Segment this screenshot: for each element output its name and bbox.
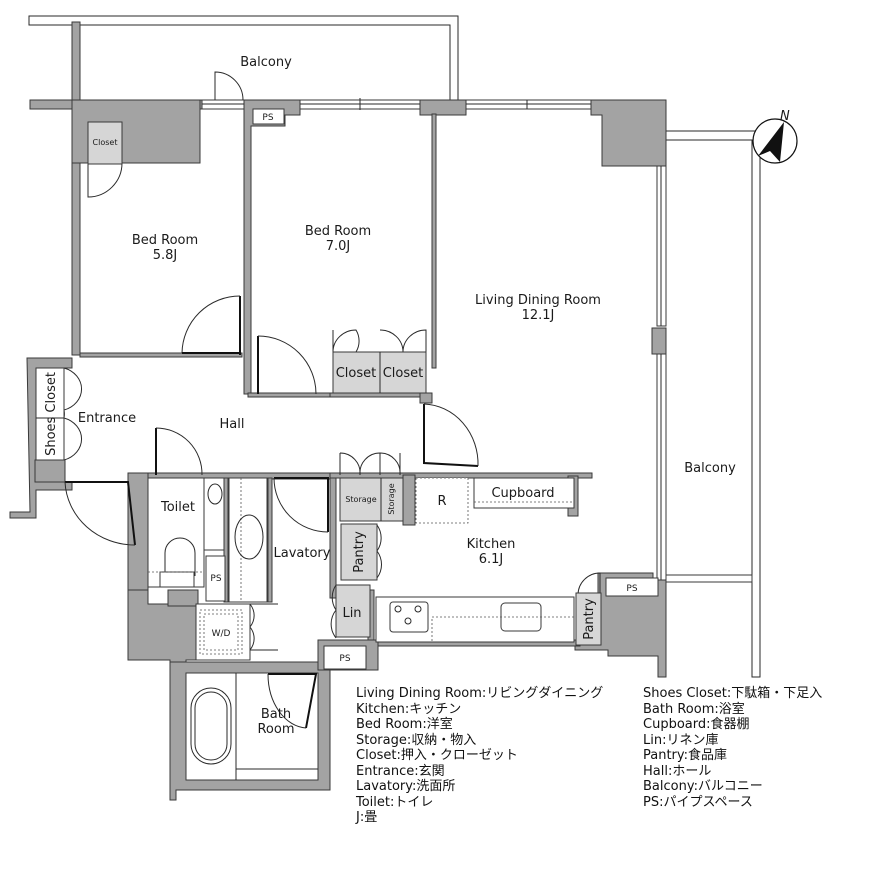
ps-lavatory-label: PS [339,654,350,664]
legend-item: Lavatory:洗面所 [356,779,456,794]
washer-dryer-label: W/D [212,629,231,639]
balcony-top-label: Balcony [240,55,292,70]
cupboard-label: Cupboard [491,486,554,501]
bedroom2-size: 7.0J [326,239,351,254]
linen-label: Lin [342,606,361,621]
refrigerator-label: R [437,494,446,509]
pantry-b-label: Pantry [582,598,597,640]
bath-label-2: Room [257,722,294,737]
bath-label-1: Bath [261,707,291,722]
compass-icon [752,118,798,164]
legend-item: Lin:リネン庫 [643,732,719,748]
bedroom2-label: Bed Room [305,224,371,239]
legend-item: Hall:ホール [643,763,712,779]
storage-pair [339,477,404,522]
legend-item: PS:パイプスペース [643,794,753,810]
storage-b-label: Storage [387,483,396,514]
living-label: Living Dining Room [475,293,601,308]
pantry-b [575,592,602,646]
closet-b-label: Closet [383,366,424,381]
legend-right: Shoes Closet:下駄箱・下足入 Bath Room:浴室 Cupboa… [643,686,822,810]
legend-item: Toilet:トイレ [356,794,434,810]
storage-a-label: Storage [345,495,376,504]
closet-a-label: Closet [336,366,377,381]
pantry-a [340,523,378,581]
fixtures [147,477,318,780]
kitchen-label: Kitchen [467,537,516,552]
toilet-label: Toilet [160,500,195,515]
legend-left: Living Dining Room:リビングダイニング Kitchen:キッチ… [356,686,603,826]
kitchen-size: 6.1J [479,552,504,567]
stove-icon [394,605,422,625]
closet-small-label: Closet [93,138,118,147]
legend-item: Bath Room:浴室 [643,701,745,717]
legend-item: Pantry:食品庫 [643,748,728,763]
ps-toilet-label: PS [210,574,221,584]
walls [9,21,667,801]
storage-units [35,108,659,670]
legend-item: Kitchen:キッチン [356,701,462,717]
closet-small [87,121,123,165]
windows-top [201,98,592,110]
lavatory-label: Lavatory [274,546,331,561]
hall-label: Hall [220,417,245,432]
linen [335,584,371,638]
legend-item: Living Dining Room:リビングダイニング [356,686,604,701]
legend-item: Cupboard:食器棚 [643,717,750,732]
legend-item: Bed Room:洋室 [356,717,453,732]
balcony-right-label: Balcony [684,461,736,476]
ps-kitchen-label: PS [626,584,637,594]
compass-label: N [780,109,790,124]
legend-item: Balcony:バルコニー [643,779,763,794]
legend-item: J:畳 [356,810,378,825]
legend-item: Shoes Closet:下駄箱・下足入 [643,686,823,701]
pantry-a-label: Pantry [352,531,367,573]
legend-item: Entrance:玄関 [356,763,445,779]
balcony-right-railing [663,130,761,678]
legend-item: Closet:押入・クローゼット [356,748,518,763]
entrance-label: Entrance [78,411,136,426]
legend-item: Storage:収納・物入 [356,732,477,748]
shoes-closet-label: Shoes Closet [44,372,59,456]
living-size: 12.1J [522,308,555,323]
ps-top-label: PS [262,113,273,123]
bedroom1-label: Bed Room [132,233,198,248]
shoes-closet [35,367,65,461]
bedroom1-size: 5.8J [153,248,178,263]
